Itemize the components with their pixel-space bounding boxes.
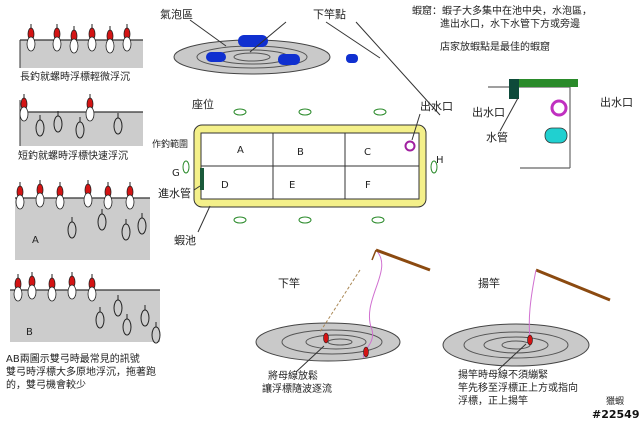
float-icon (87, 23, 97, 52)
panel-b-label: B (26, 327, 33, 338)
float-icon (83, 179, 93, 208)
outlet-pipe-icon (544, 127, 568, 144)
water-box (20, 40, 143, 68)
pipe-label: 水管 (486, 130, 508, 144)
shrimp-den-notes: 蝦窟：蝦子大多集中在池中央，水泡區， 進出水口，水下水管下方或旁邊 店家放蝦點是… (412, 4, 633, 169)
bubble-zone-figure: 氣泡區 下竿點 座位 (160, 7, 441, 116)
outlet-right-label: 出水口 (600, 95, 633, 109)
bubble-icon (206, 52, 226, 62)
bubble-icon (346, 54, 358, 63)
cell-e: E (289, 180, 295, 191)
float-icon (13, 273, 23, 302)
panel-short-fishing: 短釣就螺時浮標快速浮沉 (18, 93, 143, 162)
inlet-pipe-label: 進水管 (158, 186, 191, 200)
float-icon (527, 334, 533, 346)
caption-ab-2: 雙弓時浮標大多原地浮沉，拖著跑 (6, 365, 156, 378)
outlet-icon (550, 99, 568, 117)
drop-point-label: 下竿點 (313, 7, 346, 21)
caption-ab-1: AB兩圖示雙弓時最常見的訊號 (6, 352, 140, 365)
cast-figure: 下竿 將母線放鬆 讓浮標隨波逐流 (255, 248, 431, 395)
float-icon (85, 93, 95, 122)
note-line-1: 蝦窟：蝦子大多集中在池中央，水泡區， (412, 4, 592, 17)
float-icon (15, 181, 25, 210)
strike-title: 揚竿 (478, 276, 500, 290)
float-icon (105, 25, 115, 54)
float-icon (19, 93, 29, 122)
cell-c: C (364, 147, 371, 158)
fishing-rod-icon (535, 268, 611, 302)
cell-b: B (297, 147, 304, 158)
cast-title: 下竿 (278, 276, 300, 290)
float-icon (103, 181, 113, 210)
cell-d: D (221, 180, 229, 191)
fishing-rod-icon (375, 248, 431, 272)
author-signature: 獵蝦 (606, 395, 624, 407)
strike-note-2: 竿先移至浮標正上方或指向 (458, 381, 578, 394)
outlet-left-label: 出水口 (472, 105, 505, 119)
seat-icon (430, 160, 438, 174)
panel-long-fishing: 長釣就螺時浮標輕微浮沉 (19, 23, 143, 83)
float-icon (125, 181, 135, 210)
panel-b: B AB兩圖示雙弓時最常見的訊號 雙弓時浮標大多原地浮沉，拖著跑 的，雙弓機會較… (6, 271, 161, 391)
float-icon (323, 332, 329, 344)
seat-label: 座位 (192, 97, 214, 111)
cell-a: A (237, 145, 244, 156)
shrimp-pond: A B C D E F G H 作釣範圍 進水管 蝦池 出水口 (152, 99, 453, 247)
seat-icon (298, 216, 312, 224)
watermark: #22549 (592, 408, 640, 421)
bubble-icon (278, 54, 300, 65)
water-box (20, 112, 143, 146)
panel-a-label: A (32, 235, 39, 246)
fishing-range-label: 作釣範圍 (152, 138, 188, 150)
bubble-icon (238, 35, 268, 47)
float-icon (87, 273, 97, 302)
caption-ab-3: 的，雙弓機會較少 (6, 378, 86, 391)
seat-icon (373, 108, 387, 116)
fishing-line (528, 269, 537, 339)
water-box (15, 198, 150, 260)
float-icon (122, 23, 132, 52)
seat-icon (233, 108, 247, 116)
strike-note-3: 浮標，正上揚竿 (458, 394, 528, 407)
note-line-3: 店家放蝦點是最佳的蝦窟 (440, 40, 550, 53)
float-icon (47, 273, 57, 302)
bubble-area-label: 氣泡區 (160, 7, 193, 21)
pipe-valve-icon (509, 79, 519, 99)
cast-note-1: 將母線放鬆 (268, 369, 318, 382)
seat-icon (233, 216, 247, 224)
float-icon (27, 271, 37, 300)
water-pipe-icon (512, 79, 578, 87)
float-icon (67, 271, 77, 300)
strike-note-1: 揚竿時母線不須繃緊 (458, 368, 548, 381)
seat-icon (182, 160, 190, 174)
note-line-2: 進出水口，水下水管下方或旁邊 (440, 17, 580, 30)
strike-figure: 揚竿 揚竿時母線不須繃緊 竿先移至浮標正上方或指向 浮標，正上揚竿 獵蝦 #22… (442, 268, 640, 421)
cast-note-2: 讓浮標隨波逐流 (262, 382, 332, 395)
float-icon (55, 181, 65, 210)
float-icon (363, 346, 369, 358)
seat-icon (298, 108, 312, 116)
panel-a: A (15, 179, 150, 260)
cell-f: F (365, 180, 371, 191)
letter-g: G (172, 168, 180, 179)
float-icon (35, 179, 45, 208)
shrimp-pond-label: 蝦池 (174, 234, 196, 247)
caption-short: 短釣就螺時浮標快速浮沉 (18, 149, 128, 162)
outlet-icon (404, 140, 416, 152)
seat-icon (371, 216, 385, 224)
float-icon (69, 25, 79, 54)
outlet-label: 出水口 (420, 99, 453, 113)
letter-h: H (436, 155, 444, 166)
caption-long: 長釣就螺時浮標輕微浮沉 (20, 70, 130, 83)
float-icon (26, 23, 36, 52)
water-box (10, 290, 160, 342)
inlet-pipe-icon (200, 168, 204, 190)
float-icon (52, 23, 62, 52)
